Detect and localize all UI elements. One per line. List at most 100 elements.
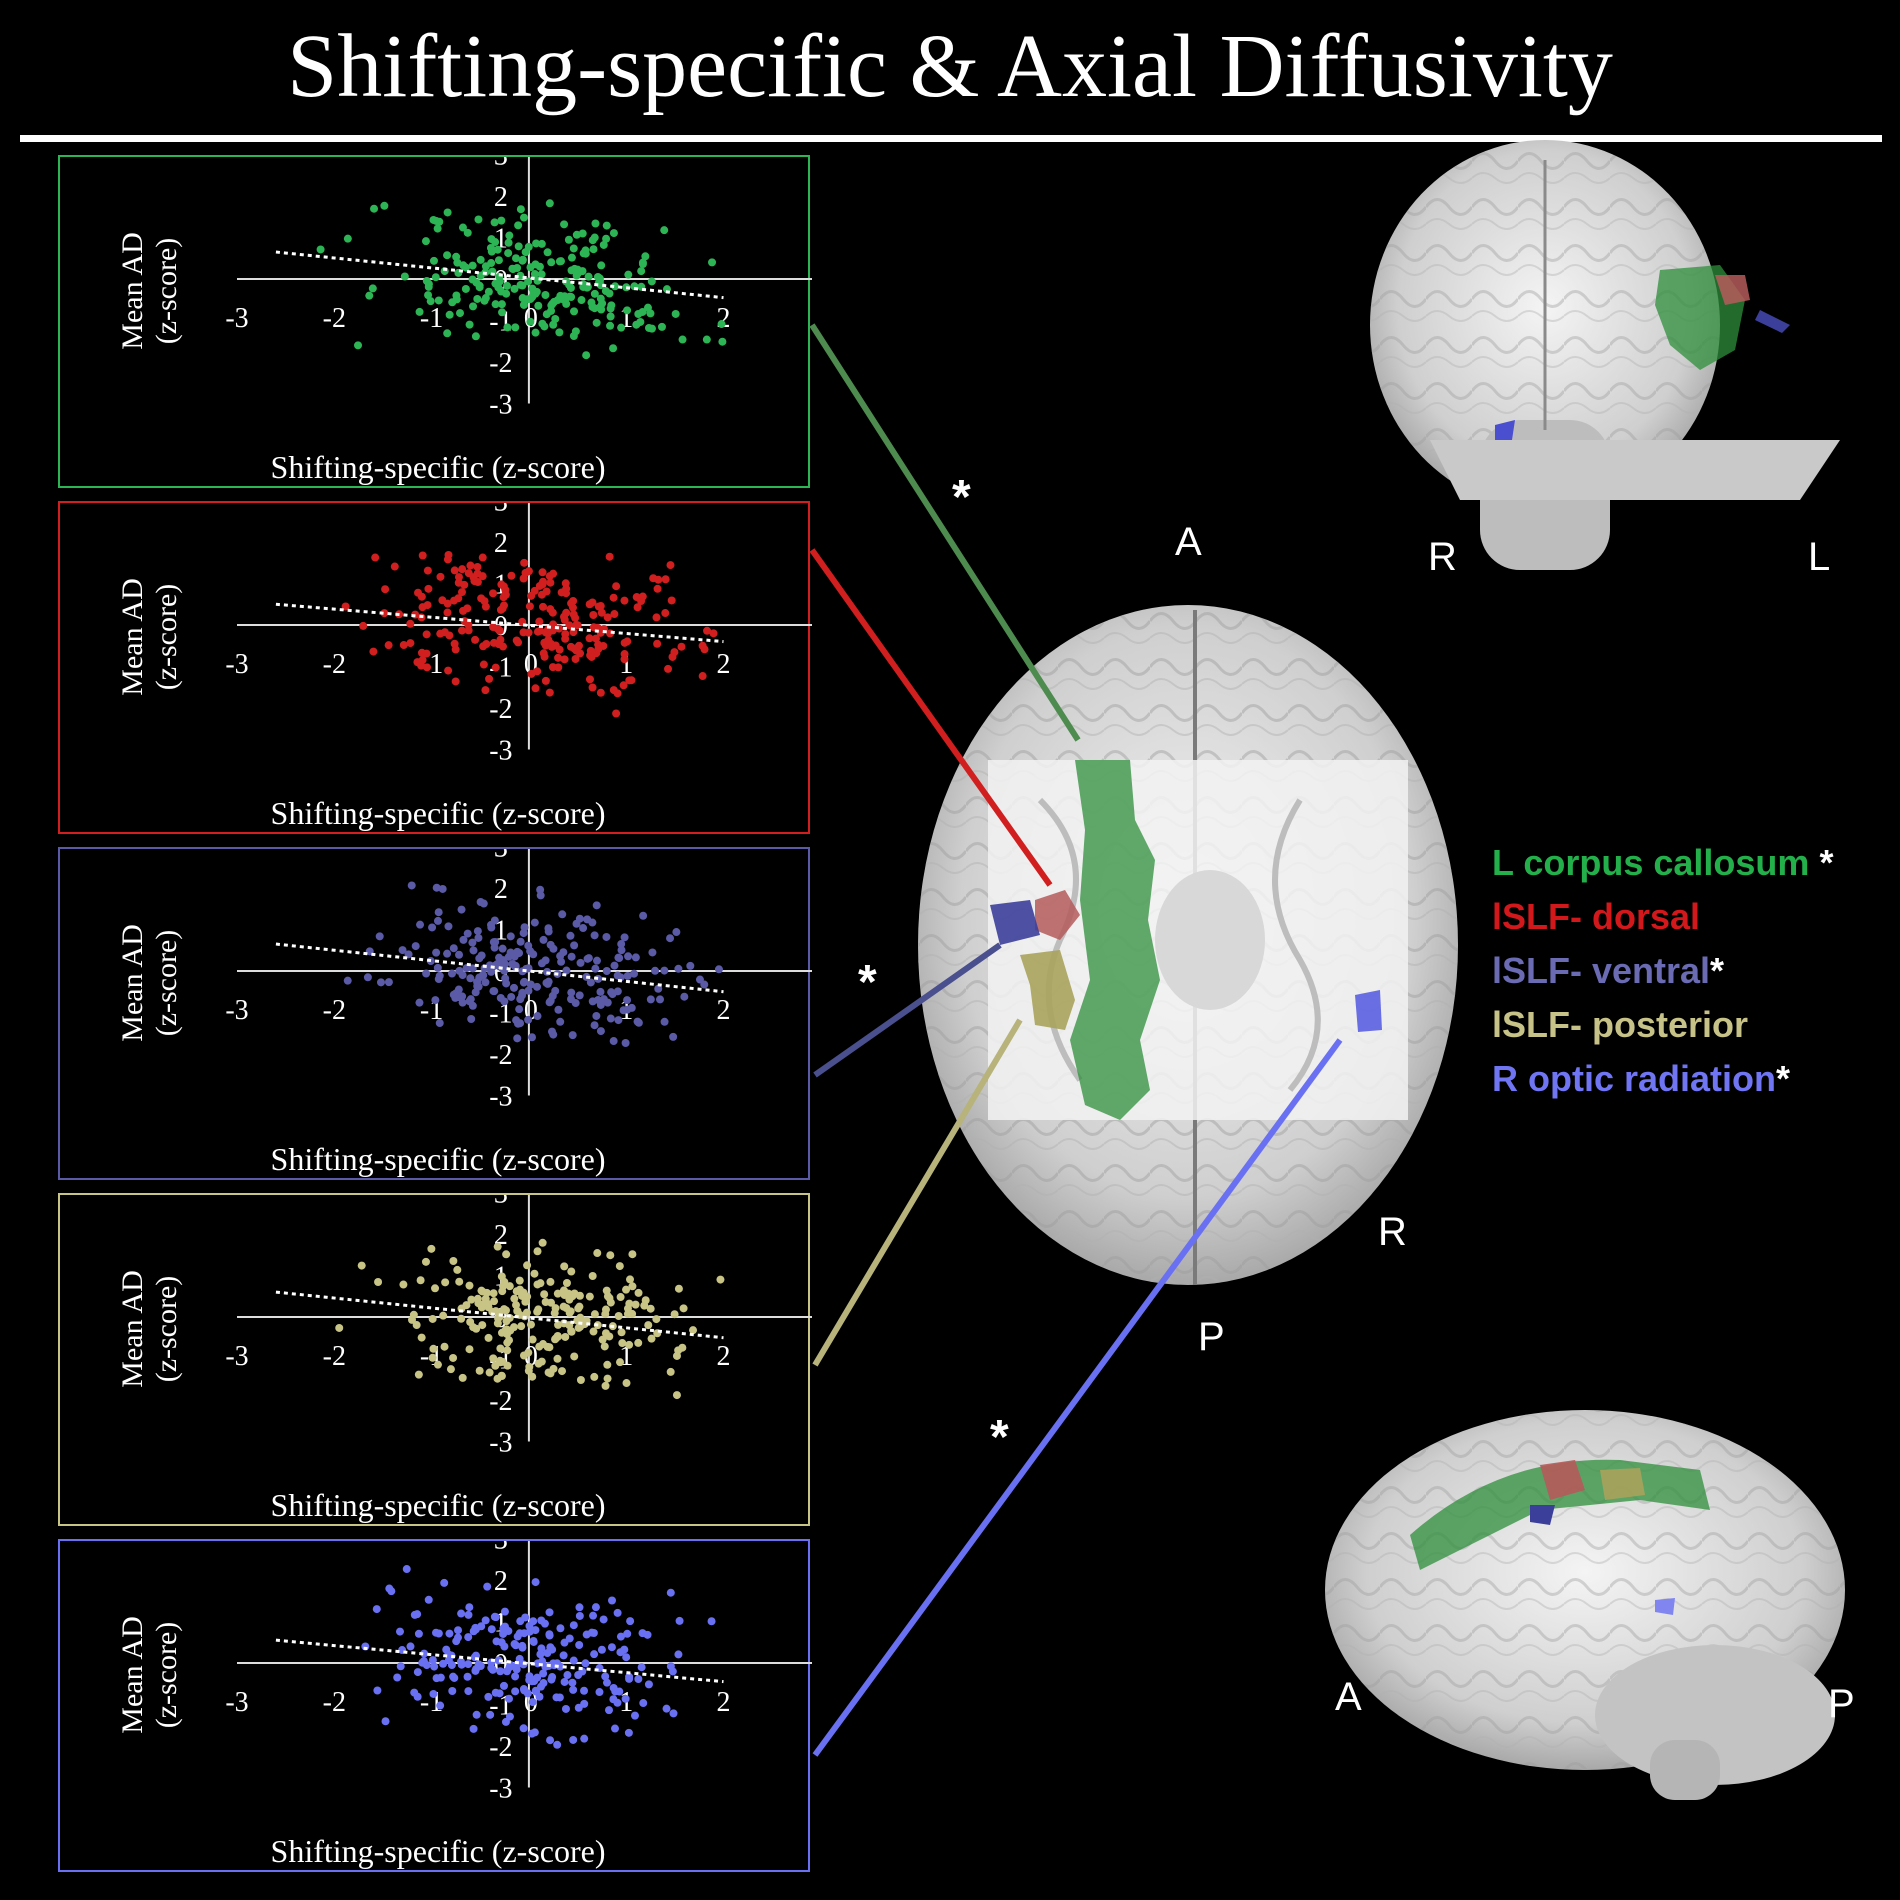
scatter-point — [515, 1276, 524, 1285]
y-tick-label: 2 — [494, 528, 508, 559]
scatter-point — [634, 1288, 643, 1297]
scatter-point — [474, 1660, 483, 1669]
scatter-point — [481, 602, 490, 611]
scatter-point — [585, 634, 594, 643]
scatter-point — [524, 964, 533, 973]
scatter-point — [502, 1250, 511, 1259]
y-tick-label: 2 — [494, 182, 508, 213]
scatter-point — [512, 636, 521, 645]
scatter-point — [620, 1645, 629, 1654]
scatter-point — [623, 306, 632, 315]
scatter-panel-slf-dorsal: -3-2-10123-3-2-10123Shifting-specific (z… — [58, 501, 812, 834]
scatter-point — [579, 249, 588, 258]
scatter-point — [462, 964, 471, 973]
scatter-point — [667, 596, 676, 605]
scatter-point — [560, 1638, 569, 1647]
scatter-point — [568, 1678, 577, 1687]
scatter-point — [537, 270, 546, 279]
scatter-point — [440, 1342, 449, 1351]
scatter-point — [428, 923, 437, 932]
scatter-point — [490, 916, 499, 925]
scatter-point — [702, 335, 711, 344]
scatter-point — [661, 575, 670, 584]
scatter-point — [560, 220, 569, 229]
scatter-point — [590, 1372, 599, 1381]
scatter-point — [570, 941, 579, 950]
scatter-point — [637, 1663, 646, 1672]
scatter-point — [666, 1662, 675, 1671]
scatter-point — [533, 1307, 542, 1316]
scatter-point — [473, 569, 482, 578]
scatter-point — [590, 233, 599, 242]
scatter-point — [484, 1333, 493, 1342]
scatter-point — [506, 948, 515, 957]
scatter-point — [466, 995, 475, 1004]
scatter-point — [457, 1609, 466, 1618]
scatter-point — [570, 1352, 579, 1361]
scatter-point — [594, 995, 603, 1004]
scatter-point — [679, 1304, 688, 1313]
scatter-point — [622, 1379, 631, 1388]
scatter-point — [450, 566, 459, 575]
scatter-point — [499, 601, 508, 610]
scatter-point — [568, 1031, 577, 1040]
scatter-point — [496, 1667, 505, 1676]
scatter-point — [433, 1360, 442, 1369]
scatter-point — [592, 318, 601, 327]
scatter-point — [450, 639, 459, 648]
scatter-point — [543, 248, 552, 257]
scatter-point — [666, 561, 675, 570]
scatter-point — [531, 684, 540, 693]
scatter-point — [589, 245, 598, 254]
scatter-point — [618, 1339, 627, 1348]
scatter-point — [473, 294, 482, 303]
scatter-point — [433, 224, 442, 233]
y-axis-label: Mean AD(z-score) — [116, 232, 183, 349]
scatter-point — [513, 1632, 522, 1641]
scatter-point — [530, 918, 539, 927]
sagittal-posterior-label: P — [1828, 1682, 1855, 1726]
scatter-point — [524, 1015, 533, 1024]
scatter-point — [609, 1683, 618, 1692]
scatter-point — [419, 1657, 428, 1666]
scatter-point — [507, 992, 516, 1001]
scatter-point — [454, 573, 463, 582]
y-tick-label: -3 — [489, 390, 512, 421]
scatter-point — [499, 593, 508, 602]
scatter-point — [605, 1294, 614, 1303]
data-points — [343, 881, 723, 1048]
scatter-point — [529, 950, 538, 959]
scatter-point — [412, 1321, 421, 1330]
scatter-point — [570, 307, 579, 316]
scatter-point — [494, 283, 503, 292]
scatter-point — [465, 1345, 474, 1354]
scatter-point — [634, 1338, 643, 1347]
scatter-point — [468, 1001, 477, 1010]
figure-title: Shifting-specific & Axial Diffusivity — [287, 17, 1613, 116]
scatter-point — [514, 221, 523, 230]
scatter-point — [623, 996, 632, 1005]
scatter-point — [551, 986, 560, 995]
scatter-point — [674, 1284, 683, 1293]
significance-star-slf-ventral: * — [858, 956, 877, 1009]
scatter-point — [491, 300, 500, 309]
scatter-point — [535, 1692, 544, 1701]
scatter-point — [484, 287, 493, 296]
scatter-point — [574, 1304, 583, 1313]
scatter-point — [481, 686, 490, 695]
y-tick-label: -2 — [489, 1040, 512, 1071]
scatter-point — [515, 1285, 524, 1294]
scatter-point — [487, 1625, 496, 1634]
scatter-point — [489, 589, 498, 598]
x-axis-label: Shifting-specific (z-score) — [271, 1487, 606, 1523]
scatter-point — [435, 1019, 444, 1028]
scatter-point — [539, 1669, 548, 1678]
scatter-point — [604, 1706, 613, 1715]
scatter-point — [511, 1672, 520, 1681]
scatter-point — [505, 1282, 514, 1291]
scatter-point — [627, 676, 636, 685]
scatter-point — [615, 1262, 624, 1271]
scatter-point — [368, 284, 377, 293]
scatter-point — [529, 1637, 538, 1646]
scatter-point — [415, 998, 424, 1007]
